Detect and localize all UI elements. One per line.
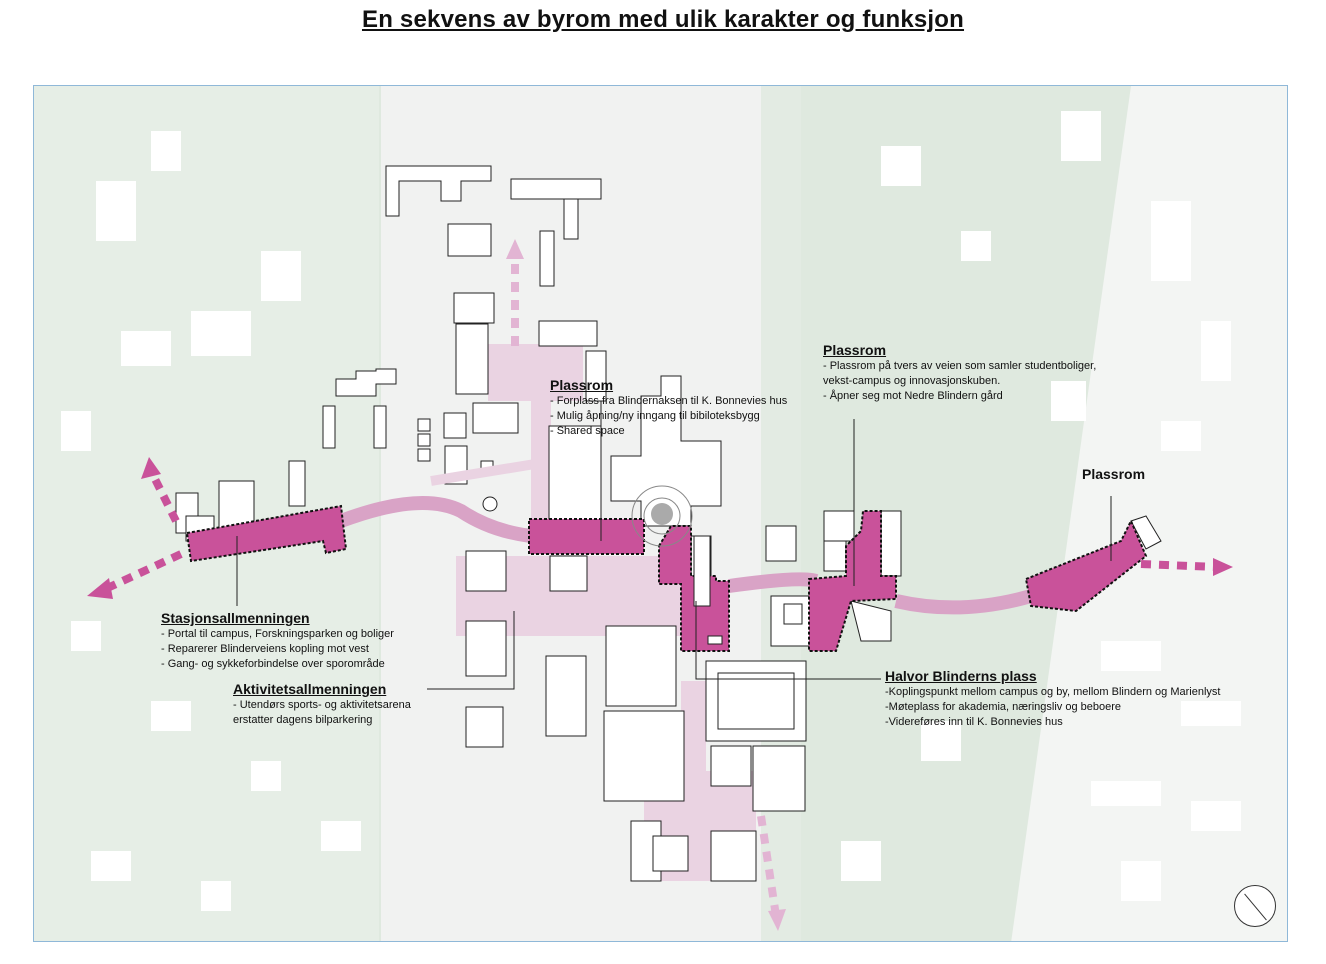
plaza-kiosk bbox=[707, 635, 723, 645]
label-line: - Forplass fra Blindernaksen til K. Bonn… bbox=[550, 395, 788, 407]
map-frame bbox=[33, 85, 1288, 942]
arrows-light bbox=[511, 263, 780, 917]
plaza-center bbox=[528, 518, 645, 555]
path-diagonal bbox=[430, 458, 542, 486]
focus-circle-inner bbox=[651, 503, 673, 525]
compass-needle bbox=[1244, 893, 1267, 921]
residential-east-band bbox=[1011, 86, 1287, 941]
label-line: - Portal til campus, Forskningsparken og… bbox=[161, 628, 394, 640]
label-line: -Møteplass for akademia, næringsliv og b… bbox=[885, 701, 1122, 713]
path-east bbox=[894, 589, 1033, 615]
label-stasjonsallmenningen: Stasjonsallmenningen - Portal til campus… bbox=[161, 609, 394, 672]
plaza-east bbox=[1024, 518, 1148, 613]
label-heading: Plassrom bbox=[823, 342, 887, 358]
label-line: - Utendørs sports- og aktivitetsarena bbox=[233, 699, 411, 711]
label-line: - Plassrom på tvers av veien som samler … bbox=[823, 360, 1097, 372]
label-line: - Shared space bbox=[550, 425, 625, 437]
label-line: - Mulig åpning/ny inngang til bibiloteks… bbox=[550, 410, 760, 422]
leader-lines bbox=[236, 401, 1112, 690]
path-west bbox=[338, 496, 532, 543]
label-aktivitetsallmenningen: Aktivitetsallmenningen - Utendørs sports… bbox=[233, 680, 411, 728]
green-corridor bbox=[761, 86, 801, 941]
surrounding-buildings bbox=[61, 111, 1241, 911]
focus-circle-outer bbox=[631, 485, 693, 547]
label-line: - Gang- og sykkeforbindelse over sporomr… bbox=[161, 658, 385, 670]
compass-icon bbox=[1234, 885, 1276, 927]
page-title: En sekvens av byrom med ulik karakter og… bbox=[361, 6, 965, 33]
plaza-north bbox=[808, 510, 897, 652]
label-plassrom-center: Plassrom - Forplass fra Blindernaksen ti… bbox=[550, 376, 787, 439]
map-canvas bbox=[34, 86, 1287, 941]
round-kiosk bbox=[482, 496, 498, 512]
label-heading: Plassrom bbox=[1082, 466, 1146, 482]
label-heading: Aktivitetsallmenningen bbox=[233, 681, 387, 697]
plaza-building bbox=[693, 535, 711, 607]
campus-buildings bbox=[175, 165, 1162, 882]
arrows-strong bbox=[99, 469, 1217, 595]
label-heading: Halvor Blinderns plass bbox=[885, 668, 1037, 684]
label-heading: Plassrom bbox=[550, 377, 614, 393]
path-middle bbox=[728, 572, 819, 593]
label-line: -Videreføres inn til K. Bonnevies hus bbox=[885, 716, 1063, 728]
label-line: -Koplingspunkt mellom campus og by, mell… bbox=[885, 686, 1221, 698]
label-plassrom-north: Plassrom - Plassrom på tvers av veien so… bbox=[823, 341, 1096, 404]
arrow-head-east bbox=[1213, 558, 1233, 576]
label-line: erstatter dagens bilparkering bbox=[233, 714, 373, 726]
arrow-head-northwest bbox=[141, 457, 161, 479]
label-line: vekst-campus og innovasjonskuben. bbox=[823, 375, 1001, 387]
focus-circle-middle bbox=[643, 497, 681, 535]
arrow-head-west bbox=[87, 578, 113, 599]
label-halvor-blinderns-plass: Halvor Blinderns plass -Koplingspunkt me… bbox=[885, 667, 1220, 730]
label-line: - Åpner seg mot Nedre Blindern gård bbox=[823, 390, 1003, 402]
label-heading: Stasjonsallmenningen bbox=[161, 610, 310, 626]
plaza-stasjonsallmenningen bbox=[185, 504, 348, 563]
label-line: - Reparerer Blinderveiens kopling mot ve… bbox=[161, 643, 369, 655]
label-plassrom-east: Plassrom bbox=[1082, 465, 1145, 483]
arrow-head-south bbox=[768, 909, 786, 931]
arrow-head-north bbox=[506, 239, 524, 259]
